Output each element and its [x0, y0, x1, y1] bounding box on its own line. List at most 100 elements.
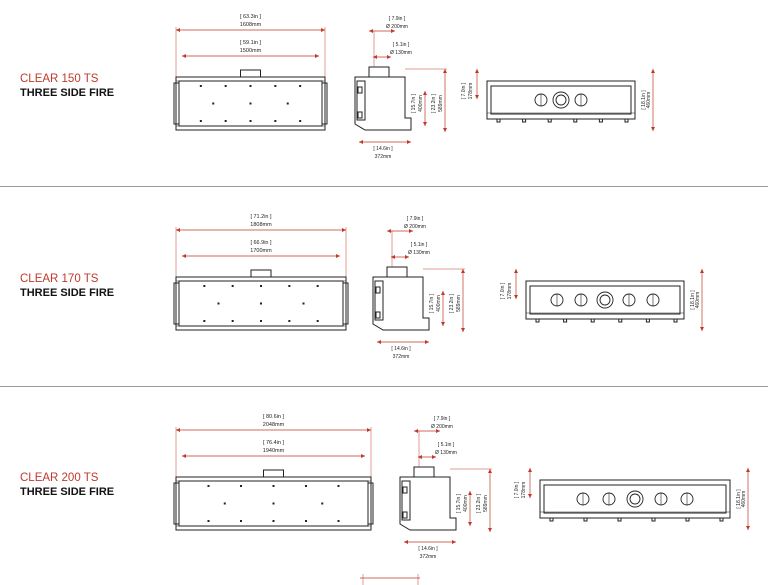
fixing-point: [337, 485, 340, 487]
side-view: [ 7.9in ]Ø 200mm[ 5.1in ]Ø 130mm[ 15.7in…: [372, 216, 465, 360]
front-inner-in: [ 66.9in ]: [250, 240, 272, 246]
front-overall-in: [ 71.2in ]: [250, 214, 272, 220]
arrowhead: [475, 95, 479, 99]
front-overall-mm: 2048mm: [263, 422, 285, 428]
fixing-point: [224, 120, 227, 122]
fixing-point: [316, 320, 319, 322]
burner-hole: [596, 291, 614, 309]
side-strip: [367, 482, 374, 525]
fixing-point: [316, 285, 319, 287]
burner-hole: [552, 91, 570, 109]
arrowhead: [377, 340, 381, 344]
front-inner-mm: 1940mm: [263, 448, 285, 454]
side-flue-mm: Ø 200mm: [386, 24, 408, 30]
arrowhead: [414, 429, 418, 433]
top-body: [539, 479, 731, 519]
foot: [719, 517, 724, 522]
arrowhead: [514, 269, 518, 273]
fixing-point: [249, 85, 252, 87]
arrowhead: [407, 140, 411, 144]
fixing-point: [288, 285, 291, 287]
top-a-in: [ 7.0in ]: [461, 82, 467, 99]
foot: [598, 118, 603, 123]
side-depth-in: [ 14.6in ]: [391, 346, 411, 352]
fixing-point: [260, 320, 262, 322]
side-body: [399, 476, 457, 531]
arrowhead: [700, 269, 704, 273]
foot: [673, 318, 678, 323]
model-drawing-2: [ 80.6in ]2048mm[ 76.4in ]1940mm[ 7.9in …: [173, 414, 750, 560]
side-h1-in: [ 15.7in ]: [429, 293, 435, 313]
fixing-point: [203, 320, 206, 322]
model-drawing-0: [ 63.3in ]1608mm[ 59.1in ]1500mm [ 7.9in …: [173, 14, 655, 160]
front-view: [ 63.3in ]1608mm[ 59.1in ]1500mm: [173, 14, 328, 131]
fixing-point: [274, 120, 277, 122]
section-divider: [0, 186, 768, 187]
side-inner-in: [ 5.1in ]: [411, 242, 428, 248]
front-overall-in: [ 63.3in ]: [240, 14, 262, 20]
side-inner-mm: Ø 130mm: [435, 450, 457, 456]
top-b-mm: 460mm: [741, 491, 747, 508]
side-view: [ 7.9in ]Ø 200mm[ 5.1in ]Ø 130mm[ 15.7in…: [354, 16, 447, 160]
side-inner-mm: Ø 130mm: [408, 250, 430, 256]
fixing-point: [305, 485, 307, 487]
side-h2-mm: 589mm: [438, 95, 444, 112]
arrowhead: [461, 328, 465, 332]
arrowhead: [321, 28, 325, 32]
fixing-point: [299, 120, 302, 122]
section-divider: [0, 386, 768, 387]
fixing-point: [274, 85, 277, 87]
fixing-point: [212, 102, 215, 105]
side-h2-mm: 589mm: [483, 495, 489, 512]
arrowhead: [182, 54, 186, 58]
side-bracket: [402, 486, 408, 494]
arrowhead: [514, 295, 518, 299]
fixing-point: [249, 120, 252, 122]
arrowhead: [409, 229, 413, 233]
side-strip: [342, 282, 349, 325]
fixing-point: [240, 520, 242, 522]
flue-stub: [386, 266, 408, 278]
arrowhead: [373, 55, 377, 59]
side-body: [372, 276, 430, 331]
top-body: [525, 280, 685, 320]
arrowhead: [315, 54, 319, 58]
arrowhead: [369, 29, 373, 33]
arrowhead: [176, 228, 180, 232]
side-depth-mm: 372mm: [375, 154, 392, 160]
arrowhead: [359, 140, 363, 144]
side-h1-mm: 400mm: [418, 95, 424, 112]
arrowhead: [342, 228, 346, 232]
model-subtitle: THREE SIDE FIRE: [20, 486, 115, 498]
arrowhead: [432, 455, 436, 459]
foot: [624, 118, 629, 123]
arrowhead: [528, 494, 532, 498]
fixing-point: [321, 502, 324, 505]
arrowhead: [367, 428, 371, 432]
fixing-point: [288, 320, 291, 322]
side-depth-mm: 372mm: [393, 354, 410, 360]
side-strip: [173, 282, 180, 325]
side-h2-mm: 589mm: [456, 295, 462, 312]
model-name: CLEAR 150 TS: [20, 73, 99, 85]
fixing-point: [207, 520, 210, 522]
fixing-point: [286, 102, 289, 105]
side-bracket: [357, 111, 363, 119]
top-a-in: [ 7.0in ]: [500, 282, 506, 299]
side-h2-in: [ 23.2in ]: [476, 493, 482, 513]
side-inner-in: [ 5.1in ]: [438, 442, 455, 448]
fixing-point: [260, 302, 262, 305]
side-h1-in: [ 15.7in ]: [456, 493, 462, 513]
model-label-170: CLEAR 170 TS THREE SIDE FIRE: [20, 272, 114, 300]
side-h1-mm: 400mm: [463, 495, 469, 512]
foot: [583, 517, 588, 522]
arrowhead: [651, 127, 655, 131]
top-a-in: [ 7.0in ]: [514, 481, 520, 498]
top-view: [ 7.0in ]178mm[ 18.1in ]460mm: [461, 69, 655, 131]
arrowhead: [475, 69, 479, 73]
next-section-fragment: [360, 574, 420, 585]
side-depth-in: [ 14.6in ]: [373, 146, 393, 152]
side-view: [ 7.9in ]Ø 200mm[ 5.1in ]Ø 130mm[ 15.7in…: [399, 416, 492, 560]
arrowhead: [651, 69, 655, 73]
